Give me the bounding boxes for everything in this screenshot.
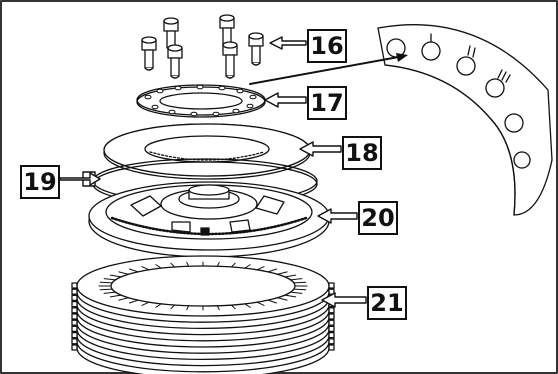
disc-spline xyxy=(118,297,130,301)
disc-tab xyxy=(328,282,335,289)
disc-spline xyxy=(256,301,265,306)
disc-spline xyxy=(186,305,190,311)
disc-spline xyxy=(289,278,303,281)
disc-spline xyxy=(99,288,113,291)
disc-spline xyxy=(244,303,251,308)
disc-tab xyxy=(71,319,78,326)
disc-spline xyxy=(267,299,278,304)
disc-spline xyxy=(155,264,162,269)
disc-inner-opening xyxy=(110,265,296,307)
disc-tab xyxy=(71,288,78,295)
disc-tab xyxy=(328,325,335,333)
disc-spline xyxy=(244,264,251,269)
disc-spline xyxy=(267,268,278,273)
disc-spline xyxy=(141,266,150,271)
disc-tab xyxy=(328,307,335,314)
disc-spline xyxy=(170,304,176,310)
disc-spline xyxy=(186,261,190,267)
leader-arrows xyxy=(59,36,367,308)
callout-20: 20 xyxy=(358,201,398,235)
disc-tab xyxy=(71,325,78,333)
disc-tab xyxy=(71,313,78,320)
detail-hole xyxy=(456,56,476,76)
detail-hole xyxy=(513,151,531,169)
disc-tab xyxy=(71,294,78,302)
disc-tab xyxy=(328,331,335,339)
part-16-bolts xyxy=(141,14,264,79)
disc-spline xyxy=(256,266,265,271)
callout-21: 21 xyxy=(367,286,407,320)
disc-spline xyxy=(293,281,307,284)
disc-spline xyxy=(230,262,236,268)
disc-spline xyxy=(141,301,150,306)
disc-spline xyxy=(276,271,288,275)
part-21-disc-pack xyxy=(71,255,335,374)
part-18-pressure-plate xyxy=(103,123,311,180)
disc-spline xyxy=(293,288,307,291)
disc-spline xyxy=(284,294,297,298)
disc-spline xyxy=(155,303,162,308)
disc-tab xyxy=(328,313,335,320)
detail-arrow xyxy=(249,55,405,85)
part-20-clutch-hub xyxy=(88,181,330,258)
disc-tab xyxy=(328,319,335,326)
disc-spline xyxy=(128,299,139,304)
disc-spline xyxy=(118,271,130,275)
disc-spline xyxy=(216,261,220,267)
disc-spline xyxy=(103,278,117,281)
disc-tab xyxy=(328,338,335,345)
disc-tab xyxy=(71,300,78,308)
disc-spline xyxy=(170,262,176,268)
disc-tab xyxy=(328,344,335,351)
disc-spline xyxy=(289,291,303,294)
disc-spline xyxy=(230,304,236,310)
disc-spline xyxy=(284,274,297,278)
callout-17: 17 xyxy=(307,86,347,120)
callout-19: 19 xyxy=(20,165,60,199)
disc-spline xyxy=(99,281,113,284)
disc-spline xyxy=(109,274,122,278)
disc-spline xyxy=(109,294,122,298)
part-17-retainer xyxy=(136,84,266,118)
disc-spline xyxy=(216,305,220,311)
disc-tab xyxy=(71,331,78,339)
callout-16: 16 xyxy=(307,29,347,63)
detail-hole xyxy=(504,113,524,133)
disc-tab xyxy=(71,344,78,351)
disc-spline xyxy=(276,297,288,301)
callout-18: 18 xyxy=(342,136,382,170)
disc-tab xyxy=(71,338,78,345)
disc-spline xyxy=(103,291,117,294)
detail-ring-segment xyxy=(377,24,553,216)
disc-tab xyxy=(71,282,78,289)
disc-tab xyxy=(71,307,78,314)
disc-spline xyxy=(128,268,139,273)
detail-hole xyxy=(485,78,505,98)
